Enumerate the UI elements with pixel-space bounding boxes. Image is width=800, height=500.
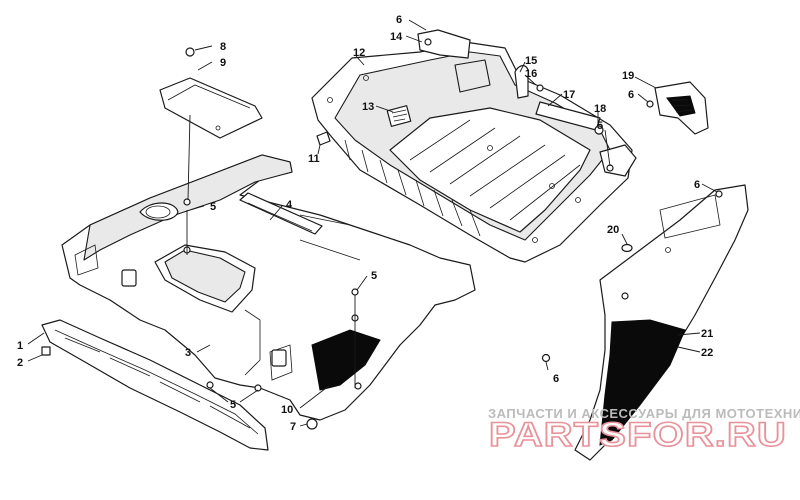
reflector-left <box>311 329 381 391</box>
callout-22: 22 <box>701 347 713 359</box>
decal-strip <box>239 192 323 235</box>
callout-15: 15 <box>525 55 537 67</box>
callout-6b: 6 <box>628 89 634 101</box>
callout-16: 16 <box>525 68 537 80</box>
callout-3: 3 <box>185 347 191 359</box>
callout-18: 18 <box>594 103 606 115</box>
watermark-tagline: ЗАПЧАСТИ И АКСЕССУАРЫ ДЛЯ МОТОТЕХНИКИ <box>488 406 800 421</box>
callout-11: 11 <box>308 153 320 165</box>
latch <box>514 65 529 99</box>
reflector-right <box>599 319 686 446</box>
callout-labels: 1 2 3 4 5 5 5 5 6 6 6 6 7 8 9 10 11 12 1… <box>17 14 713 433</box>
lower-trim <box>41 319 269 451</box>
callout-2: 2 <box>17 357 23 369</box>
watermark: ЗАПЧАСТИ И АКСЕССУАРЫ ДЛЯ МОТОТЕХНИКИ PA… <box>488 406 800 455</box>
callout-10: 10 <box>281 404 293 416</box>
callout-5a: 5 <box>210 201 216 213</box>
clip <box>316 131 331 146</box>
callout-8: 8 <box>220 41 226 53</box>
callout-7: 7 <box>290 421 296 433</box>
rear-body-panel <box>61 154 476 421</box>
handle-assembly <box>646 81 709 135</box>
leader-lines <box>27 19 718 427</box>
lid <box>159 47 263 139</box>
plug <box>621 243 633 253</box>
callout-1: 1 <box>17 340 23 352</box>
push-rivet <box>306 418 318 430</box>
callout-14: 14 <box>390 31 403 43</box>
callout-4: 4 <box>286 199 293 211</box>
callout-6c: 6 <box>694 179 700 191</box>
callout-6d: 6 <box>553 373 559 385</box>
watermark-brand: PARTSFOR.RU <box>489 416 787 454</box>
callout-17: 17 <box>563 89 575 101</box>
callout-12: 12 <box>353 47 365 59</box>
callout-5b: 5 <box>371 270 377 282</box>
callout-20: 20 <box>607 224 619 236</box>
callout-9: 9 <box>220 57 226 69</box>
bracket <box>417 29 471 59</box>
grommet <box>594 125 604 135</box>
callout-5d: 5 <box>597 120 603 132</box>
callout-21: 21 <box>701 328 713 340</box>
side-panel-right <box>574 184 749 461</box>
callout-6a: 6 <box>396 14 402 26</box>
storage-tray <box>311 41 637 263</box>
callout-13: 13 <box>362 101 374 113</box>
callout-19: 19 <box>622 70 634 82</box>
callout-5c: 5 <box>230 399 236 411</box>
